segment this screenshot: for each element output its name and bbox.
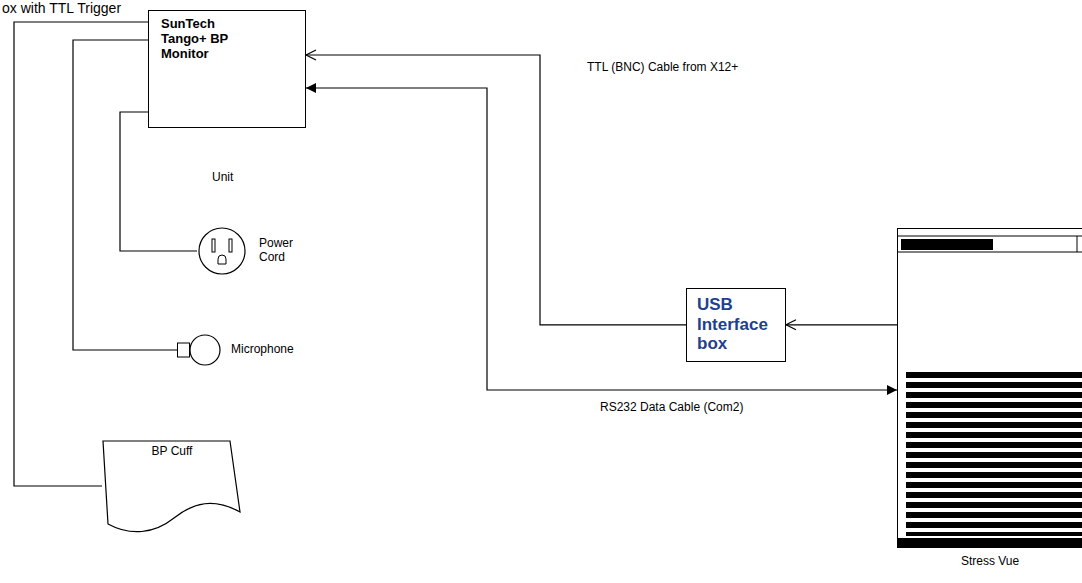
screen-stripes [906, 372, 1082, 536]
bp-cuff: BP Cuff [102, 440, 242, 532]
cable-connector [786, 320, 897, 330]
cable-connector [14, 22, 148, 486]
screen-line [897, 236, 1082, 237]
node-label: Microphone [231, 343, 294, 357]
cable-line [306, 88, 897, 390]
node-label: SunTech Tango+ BP Monitor [149, 11, 253, 62]
cable-label: RS232 Data Cable (Com2) [598, 400, 745, 414]
cable-line [306, 55, 686, 325]
interface-box: USB Interface box [686, 288, 786, 362]
cable-connector [306, 50, 686, 325]
node-label: Stress Vue [961, 555, 1019, 569]
section-heading: ox with TTL Trigger [2, 0, 121, 16]
microphone-symbol-outline [177, 334, 223, 366]
arrowhead [306, 50, 316, 60]
arrowhead [306, 83, 316, 93]
cable-label: TTL (BNC) Cable from X12+ [585, 60, 740, 74]
power-outlet: Power Cord [197, 226, 247, 276]
part-label: Unit [212, 170, 233, 184]
node-label: Power Cord [259, 237, 303, 265]
arrowhead [887, 385, 897, 395]
cable-line [120, 112, 197, 251]
screen-line [897, 252, 1082, 253]
stress-vue-monitor: Stress Vue [897, 228, 1082, 548]
cable-line [786, 324, 897, 325]
screen-base [897, 538, 1082, 548]
node-label: BP Cuff [102, 440, 242, 459]
microphone-symbol: Microphone [177, 334, 223, 366]
cable-line [14, 22, 148, 486]
arrowhead [786, 320, 796, 330]
cable-connector [120, 112, 197, 251]
screen-divider [1077, 236, 1078, 252]
screen-header-bar [901, 239, 993, 250]
monitor-box: SunTech Tango+ BP Monitor [148, 10, 306, 128]
cable-connector [306, 83, 897, 395]
power-outlet-outline [197, 226, 247, 276]
node-label: USB Interface box [687, 289, 779, 354]
